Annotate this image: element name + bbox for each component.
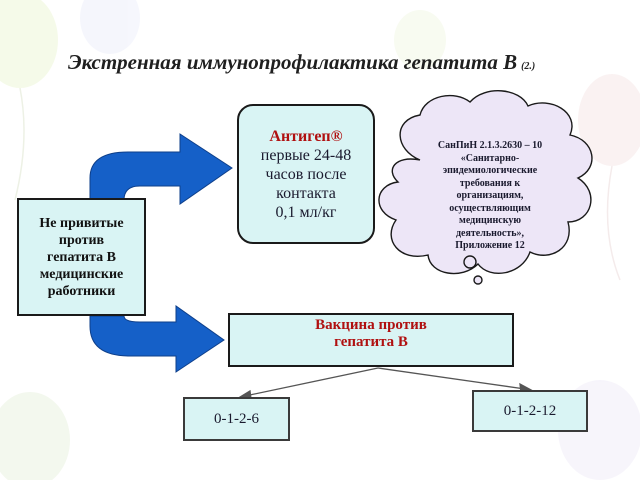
cloud-line: Приложение 12	[455, 240, 525, 251]
arrow-up-to-antigen	[89, 133, 233, 205]
cloud-line: СанПиН 2.1.3.2630 – 10	[437, 140, 543, 151]
left-box-line: медицинские	[39, 266, 124, 282]
vaccine-line: Вакцина против	[315, 317, 427, 333]
left-box-line: гепатита В	[47, 249, 116, 265]
scheme-box-0-1-2-12: 0-1-2-12	[472, 390, 588, 432]
vaccine-line: гепатита В	[334, 334, 408, 350]
unvaccinated-workers-box: Не привитые против гепатита В медицински…	[17, 198, 146, 316]
cloud-line: осуществляющим	[449, 202, 531, 214]
antigen-box: Антигеп® первые 24-48 часов после контак…	[237, 104, 375, 244]
antigen-line: 0,1 мл/кг	[275, 203, 337, 221]
title-main: Экстренная иммунопрофилактика гепатита В	[68, 50, 518, 74]
antigen-line: часов после	[265, 165, 347, 183]
scheme-label: 0-1-2-6	[214, 410, 259, 427]
cloud-line: организациям,	[456, 190, 524, 201]
cloud-line: требования к	[459, 177, 521, 189]
cloud-line: деятельность»,	[455, 227, 525, 239]
cloud-line: эпидемиологические	[442, 165, 538, 176]
left-box-line: Не привитые	[39, 215, 124, 231]
cloud-line: «Санитарно-	[460, 152, 520, 164]
antigen-line: первые 24-48	[260, 146, 352, 164]
scheme-box-0-1-2-6: 0-1-2-6	[183, 397, 290, 441]
arrow-down-to-vaccine	[89, 305, 225, 373]
cloud-line: медицинскую	[459, 215, 521, 226]
vaccine-box: Вакцина против гепатита В	[228, 313, 514, 367]
antigen-line: контакта	[276, 184, 336, 202]
left-box-line: работники	[47, 283, 116, 299]
antigen-header: Антигеп®	[269, 127, 343, 145]
cloud-text: СанПиН 2.1.3.2630 – 10 «Санитарно- эпиде…	[420, 140, 560, 253]
scheme-label: 0-1-2-12	[503, 402, 557, 419]
thought-cloud	[378, 90, 593, 285]
left-box-line: против	[58, 232, 105, 248]
page-title: Экстренная иммунопрофилактика гепатита В…	[68, 50, 628, 75]
title-note: (2.)	[521, 61, 536, 72]
